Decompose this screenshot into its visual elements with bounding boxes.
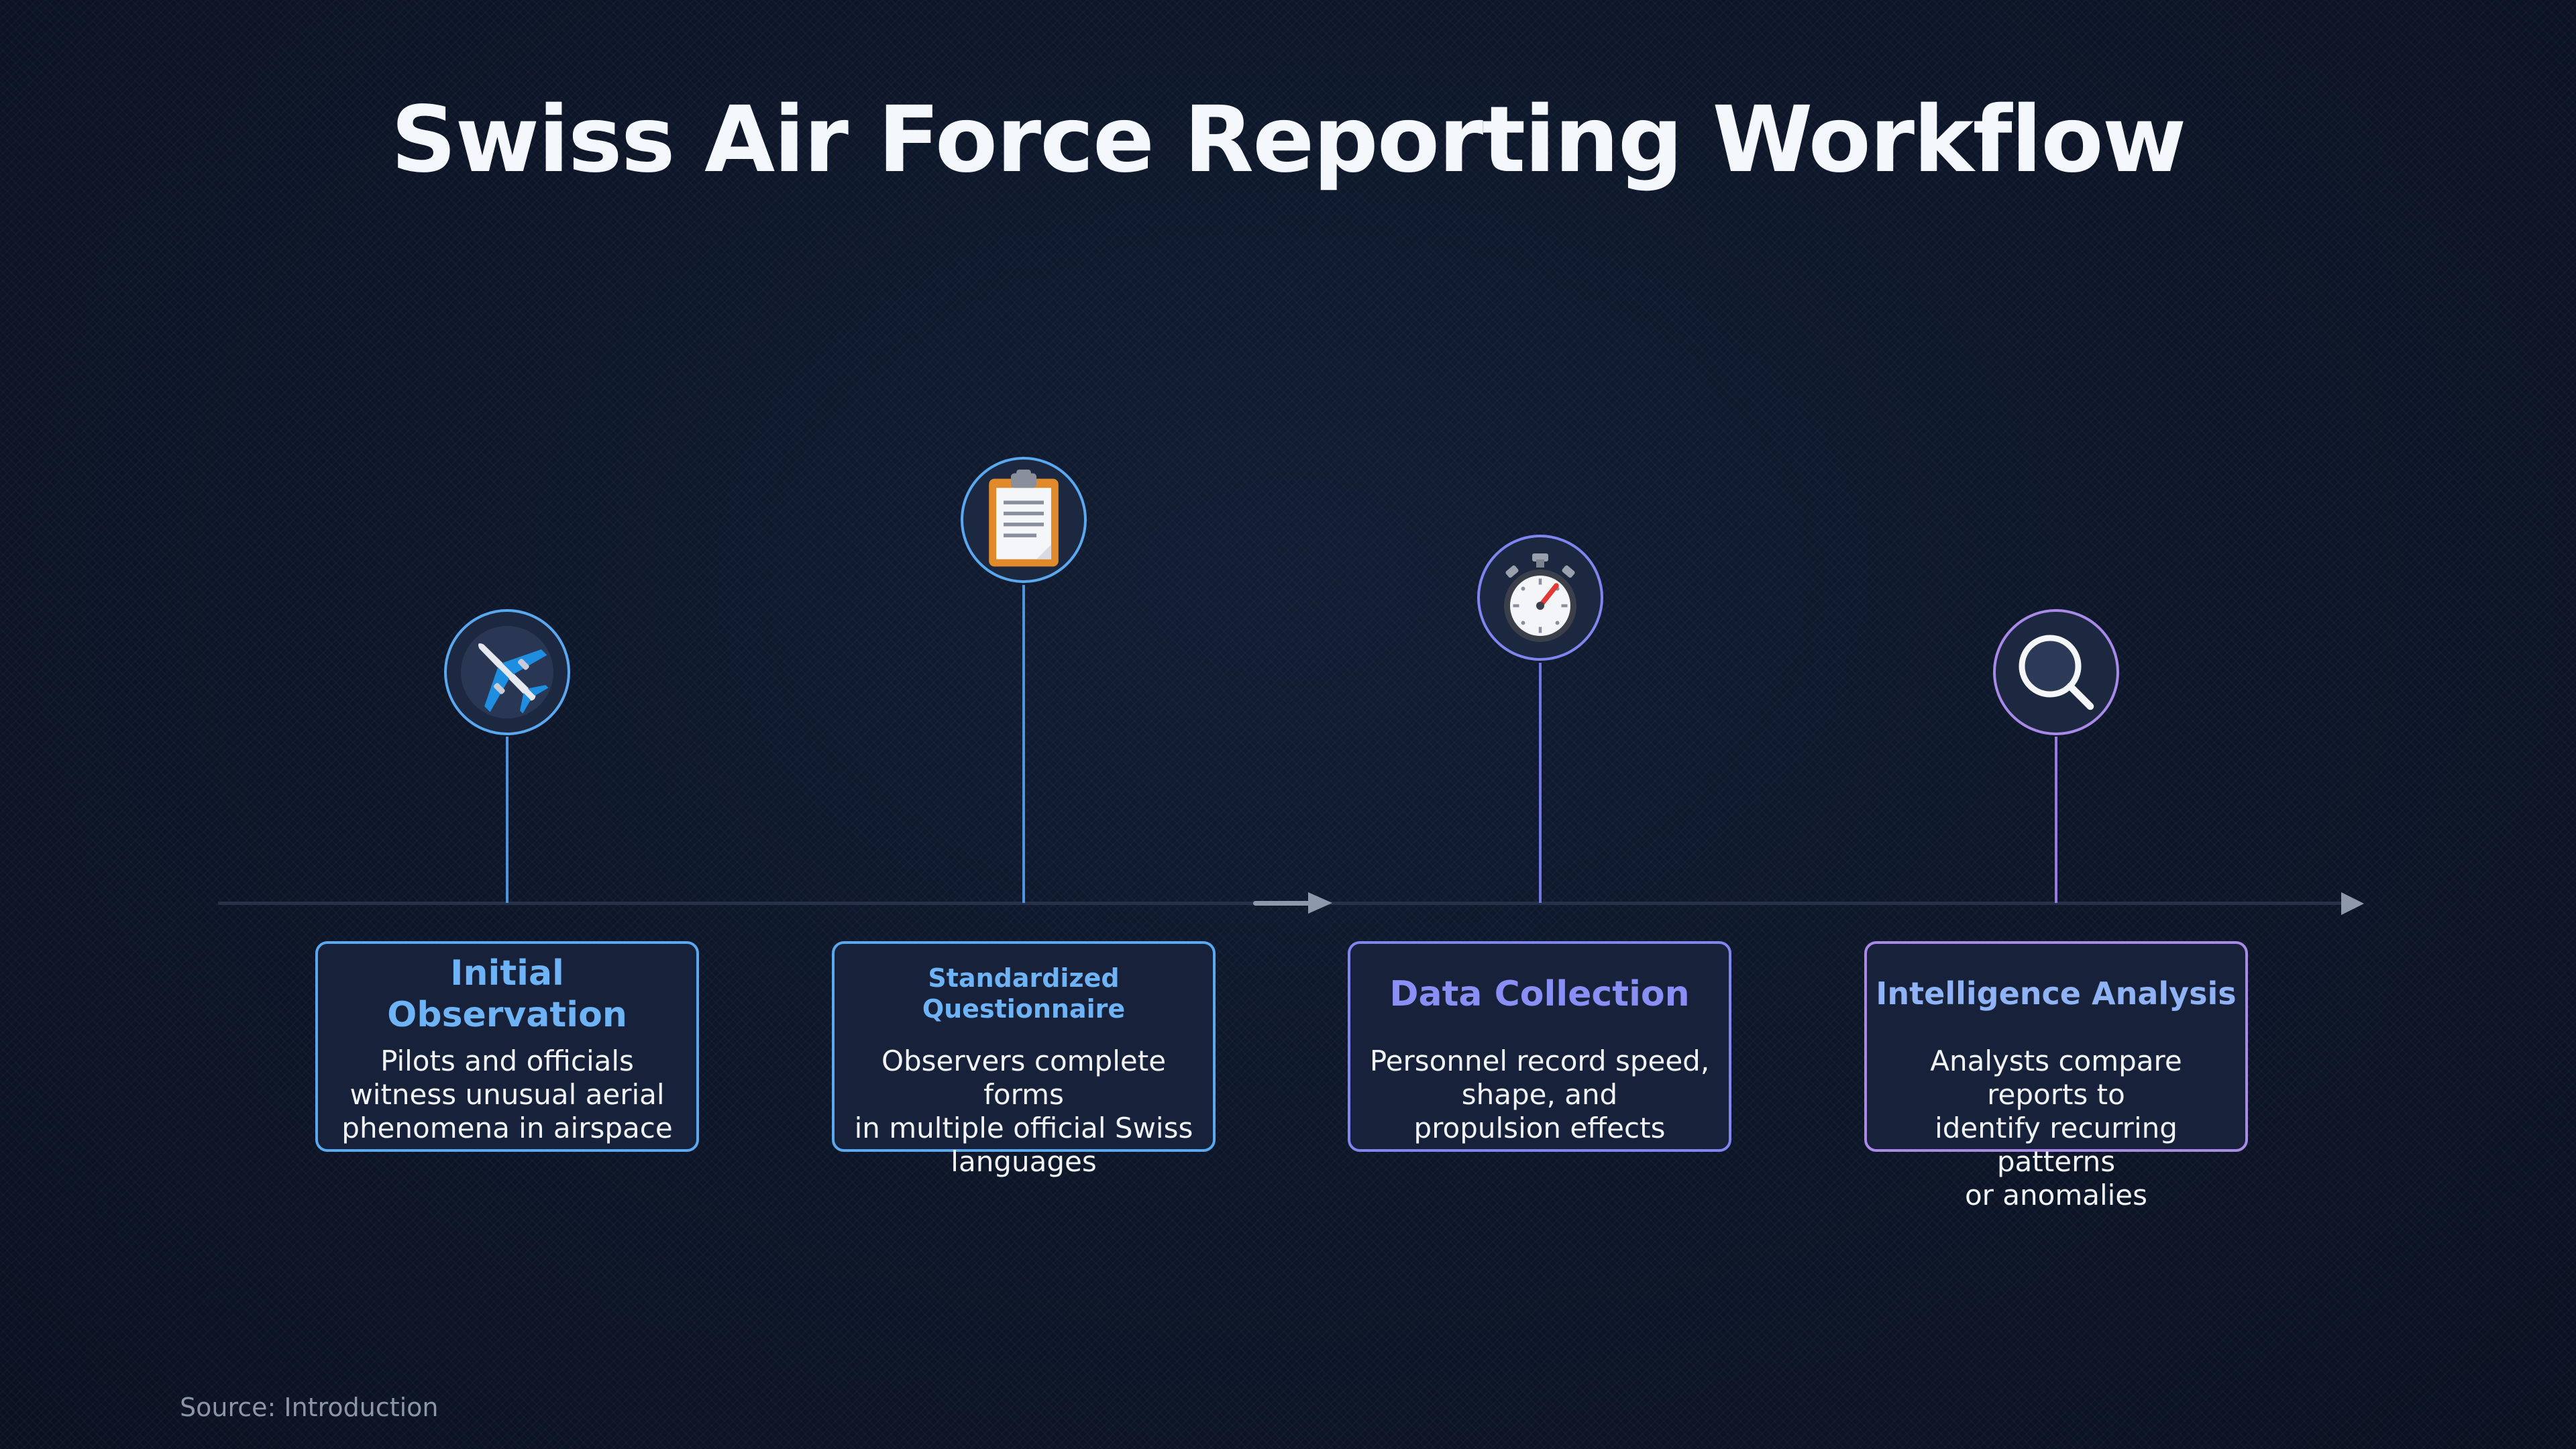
airplane-icon — [461, 626, 553, 718]
step-card-intelligence-analysis: Intelligence Analysis Analysts compare r… — [1864, 941, 2248, 1212]
stopwatch-icon — [1504, 553, 1576, 642]
description-line: or anomalies — [1964, 1179, 2148, 1212]
description-line: Observers complete forms — [881, 1044, 1167, 1111]
description-line: phenomena in airspace — [341, 1112, 673, 1144]
source-note: Source: Introduction — [180, 1393, 439, 1422]
description-line: Analysts compare reports to — [1930, 1044, 2182, 1111]
description-line: languages — [951, 1145, 1097, 1178]
step-description: Observers complete forms in multiple off… — [844, 1044, 1203, 1179]
step-description: Personnel record speed, shape, and propu… — [1360, 1044, 1719, 1145]
step-description: Analysts compare reports to identify rec… — [1876, 1044, 2236, 1212]
page-title: Swiss Air Force Reporting Workflow — [390, 87, 2187, 193]
title-line: Standardized — [928, 963, 1120, 994]
step-3-node — [1477, 535, 1603, 661]
step-title: Initial Observation — [387, 953, 627, 1035]
step-1-stem — [506, 737, 508, 903]
description-line: shape, and — [1461, 1078, 1618, 1111]
step-2-node — [961, 457, 1087, 583]
description-line: in multiple official Swiss — [854, 1112, 1193, 1144]
step-3-stem — [1539, 663, 1542, 903]
step-card-data-collection: Data Collection Personnel record speed, … — [1348, 941, 1731, 1152]
step-card-standardized-questionnaire: Standardized Questionnaire Observers com… — [832, 941, 1216, 1178]
step-2-stem — [1022, 585, 1025, 903]
axis-end-arrow-icon — [2341, 892, 2364, 915]
step-1-node — [444, 609, 570, 735]
title-line: Questionnaire — [922, 994, 1126, 1024]
step-title: Intelligence Analysis — [1876, 975, 2237, 1012]
description-line: identify recurring patterns — [1935, 1112, 2178, 1178]
description-line: propulsion effects — [1413, 1112, 1666, 1144]
step-title: Standardized Questionnaire — [841, 944, 1206, 1044]
description-line: Personnel record speed, — [1369, 1044, 1710, 1077]
flow-arrow-line — [1253, 901, 1313, 906]
step-4-node — [1993, 609, 2119, 735]
step-4-stem — [2055, 737, 2057, 903]
magnifying-glass-icon — [2019, 635, 2094, 710]
step-card-initial-observation: Initial Observation Pilots and officials… — [315, 941, 699, 1152]
description-line: Pilots and officials — [380, 1044, 634, 1077]
step-title: Data Collection — [1389, 973, 1690, 1014]
step-description: Pilots and officials witness unusual aer… — [327, 1044, 687, 1145]
flow-arrow-head-icon — [1308, 892, 1332, 914]
description-line: witness unusual aerial — [350, 1078, 665, 1111]
clipboard-icon — [989, 470, 1059, 567]
